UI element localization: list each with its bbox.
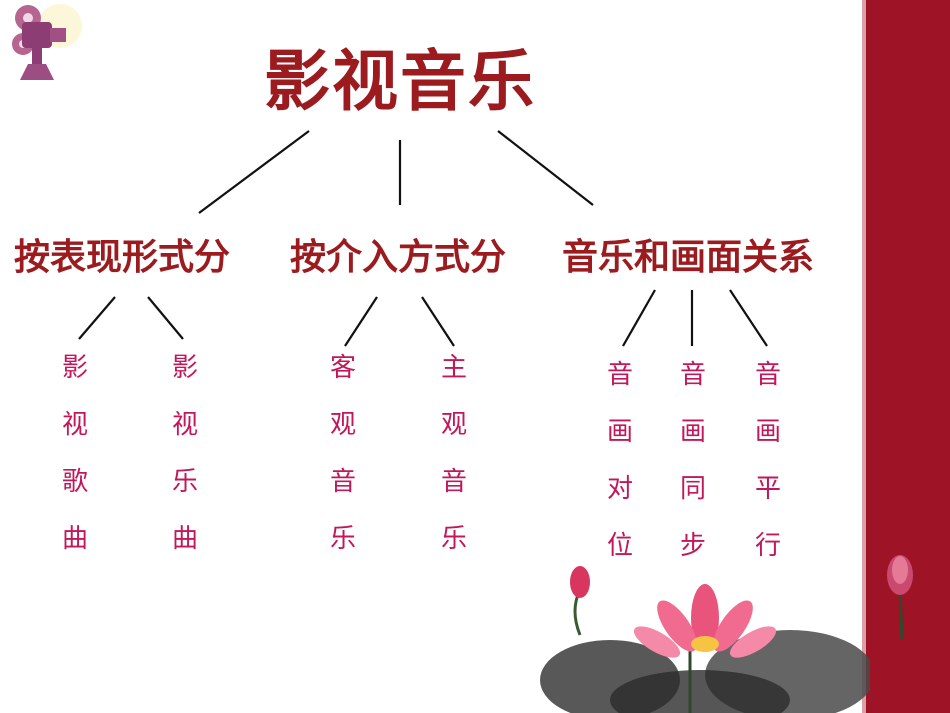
category-music-image: 音乐和画面关系 <box>562 237 815 278</box>
line-cat2-a <box>344 296 378 347</box>
side-bar <box>866 0 950 713</box>
line-cat3-c <box>729 289 768 347</box>
line-cat3-a <box>622 289 656 347</box>
leaf-subjective-music: 主 观 音 乐 <box>440 353 467 554</box>
line-title-cat1 <box>198 130 310 214</box>
category-involvement: 按介入方式分 <box>290 237 507 278</box>
diagram-title: 影视音乐 <box>264 43 536 120</box>
lotus-flower-decoration <box>540 566 870 713</box>
leaf-objective-music: 客 观 音 乐 <box>329 353 356 554</box>
leaf-parallel: 音 画 平 行 <box>754 360 781 561</box>
leaf-synchronous: 音 画 同 步 <box>679 360 706 561</box>
lotus-bud-decoration <box>887 555 913 640</box>
line-cat2-b <box>421 296 455 347</box>
leaf-film-song: 影 视 歌 曲 <box>61 353 88 554</box>
line-cat1-a <box>78 296 116 340</box>
film-projector-icon <box>12 4 82 80</box>
line-cat1-b <box>147 296 184 340</box>
side-bar-edge <box>862 0 866 713</box>
line-title-cat3 <box>497 130 594 206</box>
leaf-film-music: 影 视 乐 曲 <box>171 353 198 554</box>
category-form: 按表现形式分 <box>14 237 231 278</box>
leaf-counterpoint: 音 画 对 位 <box>606 360 633 561</box>
